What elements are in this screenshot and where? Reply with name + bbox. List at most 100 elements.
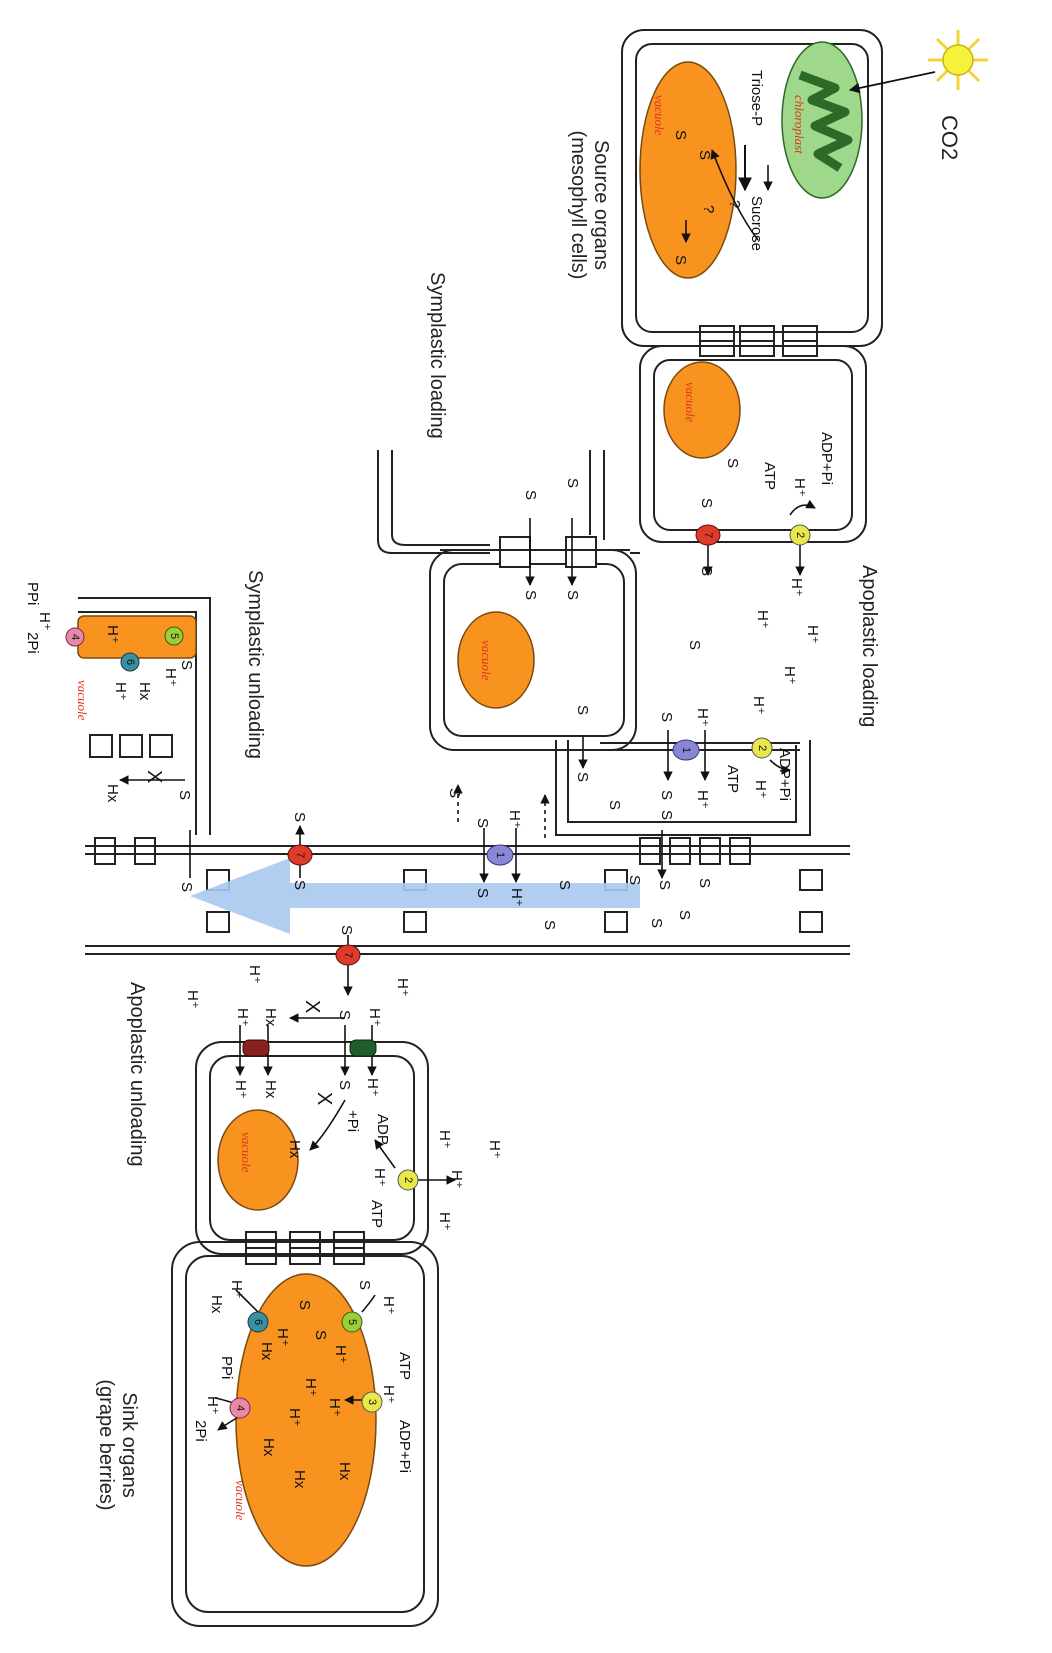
transporter-5-sink <box>341 1311 363 1333</box>
symplastic-loading-cell <box>377 450 640 751</box>
transporter-4-sink <box>229 1397 251 1419</box>
s-label: S <box>672 255 689 265</box>
question-label: ? <box>726 200 743 208</box>
s-label: S <box>356 1280 373 1290</box>
s-label: S <box>296 1300 313 1310</box>
h-plus-label: H⁺ <box>104 625 121 644</box>
h-plus-label: H⁺ <box>112 682 129 701</box>
s-label: S <box>312 1330 329 1340</box>
adp-label: ADP <box>374 1114 391 1145</box>
symplastic-loading-label: Symplastic loading <box>426 272 448 439</box>
transporter-number: 1 <box>680 747 692 753</box>
s-label: S <box>672 130 689 140</box>
h-plus-label: H⁺ <box>228 1280 245 1299</box>
transporter-3-sink <box>361 1391 383 1413</box>
transporter-1-loading <box>672 739 700 761</box>
h-plus-label: H⁺ <box>694 708 711 727</box>
unloading-cell-vacuole <box>217 1109 299 1211</box>
h-plus-label: H⁺ <box>36 612 53 631</box>
adp-pi-label: ADP+Pi <box>396 1420 413 1473</box>
sink-organs-title: Sink organs <box>118 1392 140 1498</box>
source-cell-inner-membrane <box>635 43 869 333</box>
h-plus-label: H⁺ <box>371 1168 388 1187</box>
s-label: S <box>178 882 195 892</box>
adp-pi-label: ADP+Pi <box>776 748 793 801</box>
h-plus-label: H⁺ <box>788 578 805 597</box>
phloem-flow-arrow <box>190 858 640 934</box>
h-plus-label: H⁺ <box>234 1008 251 1027</box>
h-plus-label: H⁺ <box>804 625 821 644</box>
atp-label: ATP <box>396 1352 413 1380</box>
h-plus-label: H⁺ <box>286 1408 303 1427</box>
vacuole-label: vacuole <box>652 95 667 136</box>
s-label: S <box>676 910 693 920</box>
s-label: S <box>696 878 713 888</box>
block-label: X <box>313 1092 335 1105</box>
apoplastic-unloading-cell <box>195 1041 429 1255</box>
h-plus-label: H⁺ <box>752 780 769 799</box>
organelle-labels: chloroplast vacuole vacuole vacuole vacu… <box>75 95 807 1521</box>
s-label: S <box>574 705 591 715</box>
plus-pi-label: +Pi <box>344 1110 361 1132</box>
h-plus-label: H⁺ <box>694 790 711 809</box>
transporter-2-sink <box>397 1169 419 1191</box>
vacuole-label: vacuole <box>239 1132 254 1173</box>
h-plus-label: H⁺ <box>436 1130 453 1149</box>
s-label: S <box>338 925 355 935</box>
s-label: S <box>474 888 491 898</box>
source-organs-title: Source organs <box>590 139 612 271</box>
s-label: S <box>656 880 673 890</box>
atp-label: ATP <box>761 462 778 490</box>
symplastic-cell-vacuole <box>457 611 535 709</box>
atp-label: ATP <box>724 765 741 793</box>
transporter-number: 6 <box>124 659 136 665</box>
s-label: S <box>178 660 195 670</box>
transporter-number: 7 <box>702 532 714 538</box>
h-plus-label: H⁺ <box>184 990 201 1009</box>
transporter-numbers: 7 2 1 2 1 7 7 2 5 6 4 3 5 6 4 <box>69 532 806 1411</box>
source-organs-subtitle: (mesophyll cells) <box>567 130 589 280</box>
transporter-number: 1 <box>494 852 506 858</box>
h-plus-label: H⁺ <box>302 1378 319 1397</box>
loading-cell-vacuole <box>663 361 741 459</box>
atp-label: ATP <box>368 1200 385 1228</box>
s-label: S <box>522 590 539 600</box>
sun-icon <box>928 30 988 90</box>
transporter-number: 5 <box>168 633 180 639</box>
h-plus-label: H⁺ <box>380 1296 397 1315</box>
transporter-number: 5 <box>346 1319 358 1325</box>
chloroplast-label: chloroplast <box>792 95 807 154</box>
sink-organ-cell <box>171 1241 439 1627</box>
transporter-2-loading <box>751 737 773 759</box>
co2-label: CO2 <box>937 115 962 161</box>
hexose-symporter <box>349 1039 377 1057</box>
sink-vacuole <box>235 1273 377 1567</box>
s-label: S <box>336 1010 353 1020</box>
transporter-number: 7 <box>342 952 354 958</box>
h-plus-label: H⁺ <box>506 810 523 829</box>
s-label: S <box>522 490 539 500</box>
s-label: S <box>336 1080 353 1090</box>
h-plus-label: H⁺ <box>232 1080 249 1099</box>
two-pi-label: 2Pi <box>24 632 41 654</box>
thylakoid-stack <box>798 70 853 172</box>
s-label: S <box>556 880 573 890</box>
ppi-label: PPi <box>218 1356 235 1379</box>
transporter-2-source <box>789 524 811 546</box>
s-label: S <box>606 800 623 810</box>
vacuole-label: vacuole <box>479 640 494 681</box>
hx-label: Hx <box>208 1295 225 1314</box>
h-plus-label: H⁺ <box>332 1345 349 1364</box>
s-label: S <box>541 920 558 930</box>
s-label: S <box>291 880 308 890</box>
hx-label: Hx <box>262 1080 279 1099</box>
transporter-4-small <box>65 627 85 647</box>
source-mesophyll-cell <box>621 29 883 347</box>
ppi-label: PPi <box>24 582 41 605</box>
vacuole-label: vacuole <box>683 382 698 423</box>
symplastic-unloading-label: Symplastic unloading <box>244 570 266 759</box>
transporter-number: 6 <box>252 1319 264 1325</box>
s-label: S <box>626 875 643 885</box>
apoplastic-loading-label: Apoplastic loading <box>858 565 880 728</box>
